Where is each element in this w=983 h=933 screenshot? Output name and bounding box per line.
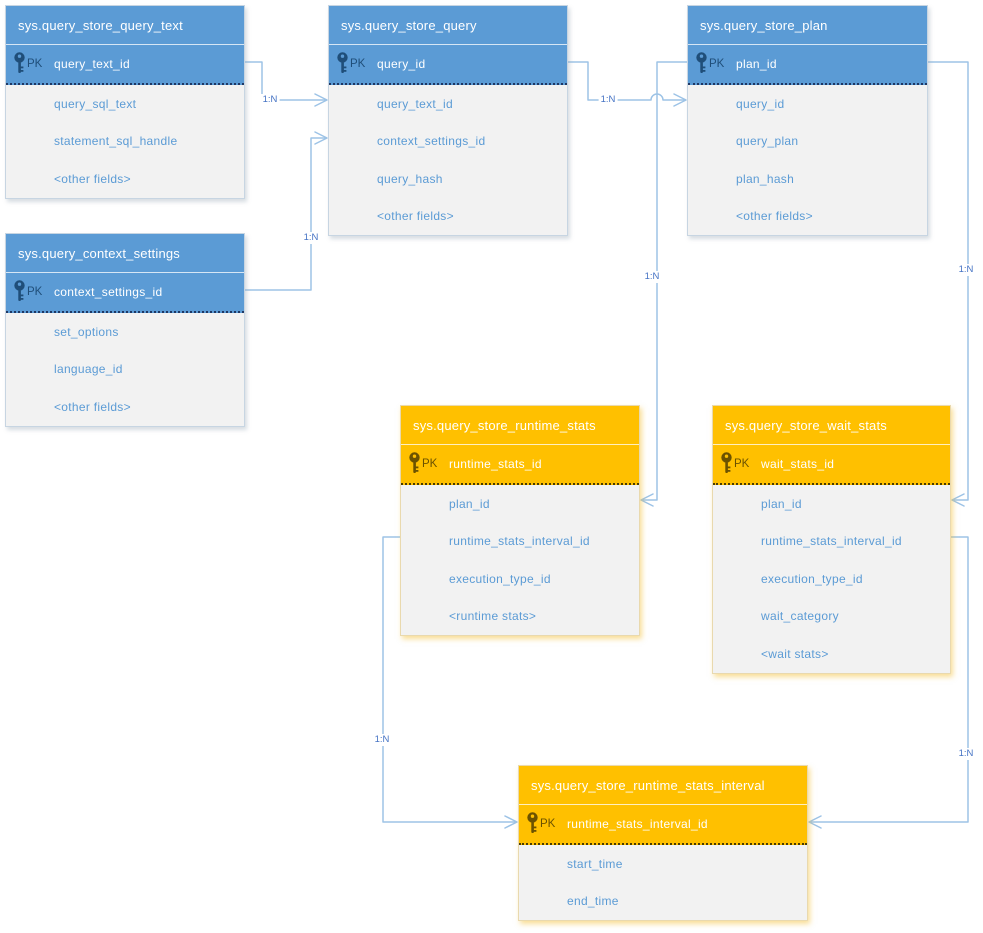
pk-tag: PK — [734, 458, 750, 470]
arrowhead-icon — [808, 815, 822, 829]
key-icon — [695, 51, 708, 77]
pk-tag: PK — [540, 818, 556, 830]
table-query-store-runtime-stats-interval[interactable]: sys.query_store_runtime_stats_interval P… — [518, 765, 808, 921]
pk-field-name: runtime_stats_interval_id — [567, 817, 708, 831]
key-icon — [526, 811, 539, 837]
field-row: plan_hash — [736, 171, 795, 186]
field-row: wait_category — [761, 609, 839, 624]
field-row: query_id — [736, 96, 785, 111]
pk-field-name: runtime_stats_id — [449, 457, 542, 471]
cardinality-label: 1:N — [598, 94, 618, 106]
table-query-store-runtime-stats[interactable]: sys.query_store_runtime_stats PK runtime… — [400, 405, 640, 636]
primary-key-row: PK runtime_stats_interval_id — [519, 805, 807, 845]
cardinality-label: 1:N — [956, 264, 976, 276]
primary-key-row: PK context_settings_id — [6, 273, 244, 313]
table-title-text: sys.query_store_runtime_stats — [413, 417, 596, 433]
table-title: sys.query_store_query — [329, 6, 567, 45]
cardinality-label: 1:N — [260, 94, 280, 106]
primary-key-row: PK query_id — [329, 45, 567, 85]
connector-query-to-plan — [567, 61, 685, 101]
field-row: query_sql_text — [54, 96, 137, 111]
pk-tag: PK — [422, 458, 438, 470]
table-title-text: sys.query_store_runtime_stats_interval — [531, 777, 765, 793]
key-icon — [720, 451, 733, 477]
field-row: <runtime stats> — [449, 609, 537, 624]
field-row: plan_id — [449, 496, 490, 511]
arrowhead-icon — [673, 93, 687, 107]
table-title-text: sys.query_store_plan — [700, 17, 828, 33]
table-query-store-wait-stats[interactable]: sys.query_store_wait_stats PK wait_stats… — [712, 405, 951, 674]
pk-field-name: query_id — [377, 57, 426, 71]
primary-key-row: PK wait_stats_id — [713, 445, 950, 485]
arrowhead-icon — [951, 493, 965, 507]
primary-key-row: PK runtime_stats_id — [401, 445, 639, 485]
pk-tag: PK — [27, 286, 43, 298]
field-row: query_plan — [736, 134, 799, 149]
field-row: query_hash — [377, 171, 443, 186]
table-title: sys.query_store_wait_stats — [713, 406, 950, 445]
table-query-store-plan[interactable]: sys.query_store_plan PK plan_id query_id… — [687, 5, 928, 236]
arrowhead-icon — [314, 131, 328, 145]
field-row: statement_sql_handle — [54, 134, 178, 149]
field-row: <other fields> — [736, 209, 813, 224]
primary-key-row: PK plan_id — [688, 45, 927, 85]
field-row: language_id — [54, 362, 123, 377]
key-icon — [336, 51, 349, 77]
table-title: sys.query_store_query_text — [6, 6, 244, 45]
key-icon — [13, 51, 26, 77]
table-title: sys.query_context_settings — [6, 234, 244, 273]
field-row: <other fields> — [54, 171, 131, 186]
table-query-store-query[interactable]: sys.query_store_query PK query_id query_… — [328, 5, 568, 236]
table-title: sys.query_store_runtime_stats_interval — [519, 766, 807, 805]
key-icon — [408, 451, 421, 477]
table-title-text: sys.query_store_query_text — [18, 17, 183, 33]
field-row: end_time — [567, 894, 619, 909]
field-row: set_options — [54, 324, 119, 339]
field-row: plan_id — [761, 496, 802, 511]
field-row: <other fields> — [54, 399, 131, 414]
field-row: <wait stats> — [761, 646, 829, 661]
pk-field-name: wait_stats_id — [761, 457, 835, 471]
pk-tag: PK — [350, 58, 366, 70]
primary-key-row: PK query_text_id — [6, 45, 244, 85]
pk-field-name: plan_id — [736, 57, 777, 71]
pk-field-name: query_text_id — [54, 57, 130, 71]
cardinality-label: 1:N — [372, 734, 392, 746]
pk-tag: PK — [27, 58, 43, 70]
connector-querytext-to-query — [244, 61, 327, 101]
table-title-text: sys.query_store_query — [341, 17, 477, 33]
pk-tag: PK — [709, 58, 725, 70]
field-row: runtime_stats_interval_id — [449, 534, 590, 549]
connector-contextsettings-to-query — [244, 137, 327, 291]
cardinality-label: 1:N — [301, 232, 321, 244]
table-title: sys.query_store_plan — [688, 6, 927, 45]
key-icon — [13, 279, 26, 305]
table-title: sys.query_store_runtime_stats — [401, 406, 639, 445]
cardinality-label: 1:N — [642, 271, 662, 283]
pk-field-name: context_settings_id — [54, 285, 163, 299]
arrowhead-icon — [640, 493, 654, 507]
field-row: <other fields> — [377, 209, 454, 224]
field-row: context_settings_id — [377, 134, 486, 149]
table-title-text: sys.query_store_wait_stats — [725, 417, 887, 433]
field-row: runtime_stats_interval_id — [761, 534, 902, 549]
field-row: execution_type_id — [761, 571, 863, 586]
field-row: execution_type_id — [449, 571, 551, 586]
arrowhead-icon — [504, 815, 518, 829]
cardinality-label: 1:N — [956, 748, 976, 760]
field-row: query_text_id — [377, 96, 453, 111]
arrowhead-icon — [314, 93, 328, 107]
field-row: start_time — [567, 856, 623, 871]
table-query-store-query-text[interactable]: sys.query_store_query_text PK query_text… — [5, 5, 245, 199]
table-query-context-settings[interactable]: sys.query_context_settings PK context_se… — [5, 233, 245, 427]
table-title-text: sys.query_context_settings — [18, 245, 181, 261]
